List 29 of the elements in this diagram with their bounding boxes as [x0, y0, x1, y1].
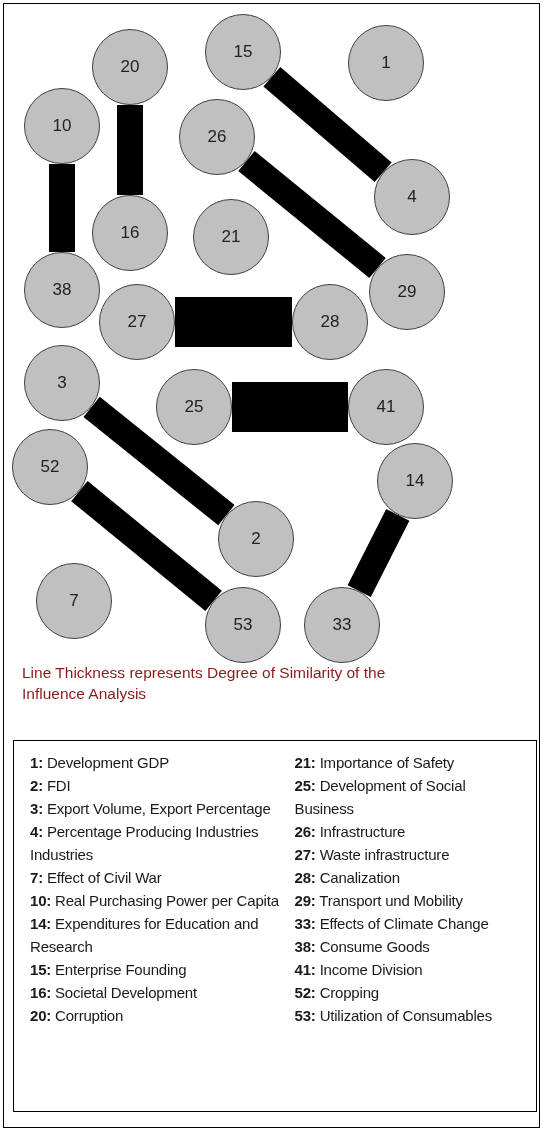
key-entry: 15: Enterprise Founding: [30, 960, 188, 980]
connector-band: [117, 105, 143, 195]
connector-band: [347, 509, 410, 597]
caption: Line Thickness represents Degree of Similarity of the Influence Analysis: [22, 663, 387, 704]
key-entry: 3: Export Volume, Export Percentage: [30, 799, 272, 819]
key-entry: 33: Effects of Climate Change: [294, 914, 490, 934]
connector-band: [71, 481, 222, 611]
key-entry: 16: Societal Development: [30, 983, 198, 1003]
key-entry: 1: Development GDP: [30, 753, 170, 773]
key-entry: 41: Income Division: [294, 960, 424, 980]
key-entry: 52: Cropping: [294, 983, 380, 1003]
key-entry: 20: Corruption: [30, 1006, 125, 1026]
key-entry: 21: Importance of Safety: [294, 753, 456, 773]
connector-band: [238, 150, 386, 279]
key-entry: 14: Expenditures for Education and Research: [30, 914, 260, 957]
key-entry: 26: Infrastructure: [294, 822, 407, 842]
connector-band: [263, 66, 392, 183]
connector-band: [49, 164, 75, 252]
key-entry: 29: Transport und Mobility: [294, 891, 464, 911]
key-entry: 38: Consume Goods: [294, 937, 431, 957]
key-entry: 25: Development of Social Business: [294, 776, 467, 819]
key-entry: 10: Real Purchasing Power per Capita: [30, 891, 280, 911]
key-entry: 2: FDI: [30, 776, 72, 796]
connector-band: [83, 396, 235, 526]
key-entry: 27: Waste infrastructure: [294, 845, 451, 865]
key-entry: 28: Canalization: [294, 868, 401, 888]
key-entry: 4: Percentage Producing Industries Industries: [30, 822, 260, 865]
key-entry: 53: Utilization of Consumables: [294, 1006, 494, 1026]
key-entry: 7: Effect of Civil War: [30, 868, 163, 888]
